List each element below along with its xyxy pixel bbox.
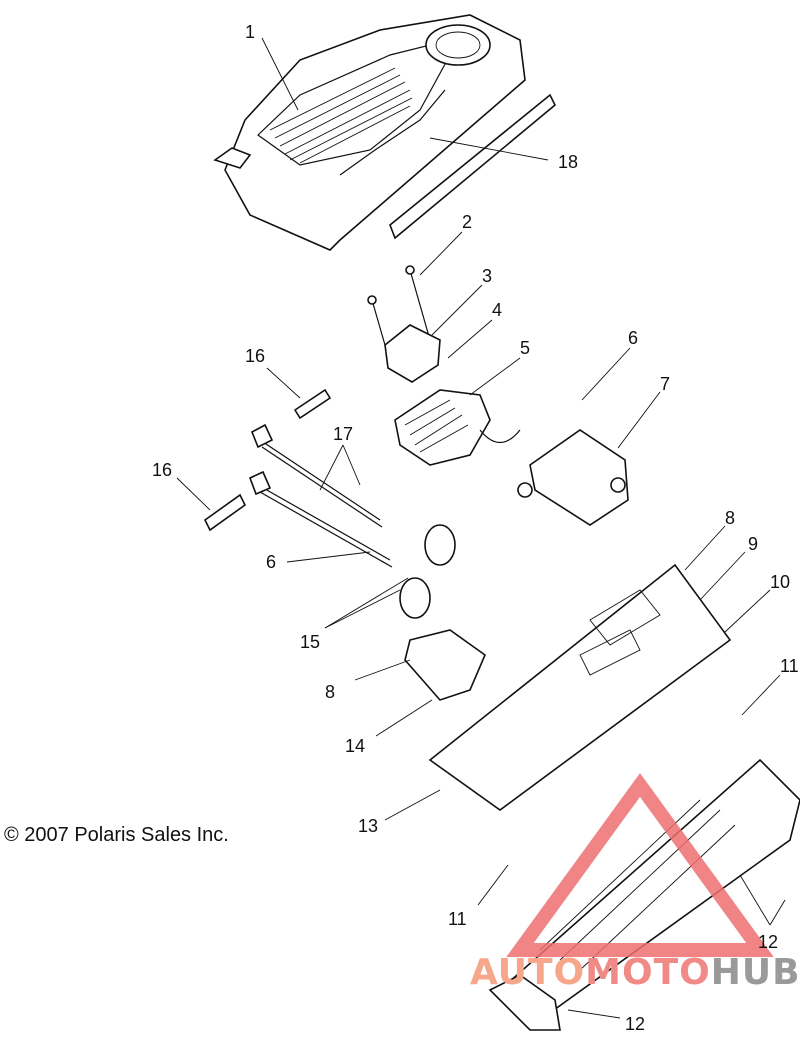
- callout-16-bottom: 16: [152, 460, 172, 480]
- callout-4: 4: [492, 300, 502, 320]
- mounting-plate-part: [428, 563, 732, 811]
- callout-labels: 1 18 2 3 4 5 6 7 16 17 16 6 8 9 10 15 8 …: [152, 22, 799, 1034]
- leader-lines: [176, 37, 786, 1019]
- regulator-part: [394, 389, 521, 466]
- callout-5: 5: [520, 338, 530, 358]
- watermark-moto: MOTO: [585, 952, 711, 993]
- callout-3: 3: [482, 266, 492, 286]
- callout-14: 14: [345, 736, 365, 756]
- callout-12-bottom: 12: [625, 1014, 645, 1034]
- callout-1: 1: [245, 22, 255, 42]
- ignition-lead-part: [248, 423, 393, 568]
- callout-17: 17: [333, 424, 353, 444]
- callout-11-bottom: 11: [448, 909, 467, 929]
- callout-9: 9: [748, 534, 758, 554]
- trim-strip-part: [389, 93, 556, 240]
- watermark-hub: HUB: [710, 952, 800, 993]
- watermark-logo: AUTOMOTOHUB: [470, 952, 800, 993]
- callout-18: 18: [558, 152, 578, 172]
- callout-6-bottom: 6: [266, 552, 276, 572]
- ignition-coil-part: [399, 524, 456, 619]
- spark-plug-part: [203, 388, 332, 532]
- relay-part: [384, 324, 441, 383]
- callout-13: 13: [358, 816, 378, 836]
- callout-8-bottom: 8: [325, 682, 335, 702]
- callout-8-top: 8: [725, 508, 735, 528]
- watermark-auto: AUTO: [470, 952, 586, 993]
- callout-11-right: 11: [780, 656, 799, 676]
- watermark-triangle-icon: [506, 773, 774, 957]
- callout-7: 7: [660, 374, 670, 394]
- copyright-text: © 2007 Polaris Sales Inc.: [4, 824, 229, 846]
- cdi-box-part: [517, 429, 629, 526]
- callout-2: 2: [462, 212, 472, 232]
- bolts-part: [367, 265, 431, 346]
- callout-16-top: 16: [245, 346, 265, 366]
- callout-10: 10: [770, 572, 790, 592]
- callout-15: 15: [300, 632, 320, 652]
- callout-6-top: 6: [628, 328, 638, 348]
- cover-part: [213, 14, 526, 251]
- callout-12-right: 12: [758, 932, 778, 952]
- bracket-part: [404, 629, 486, 701]
